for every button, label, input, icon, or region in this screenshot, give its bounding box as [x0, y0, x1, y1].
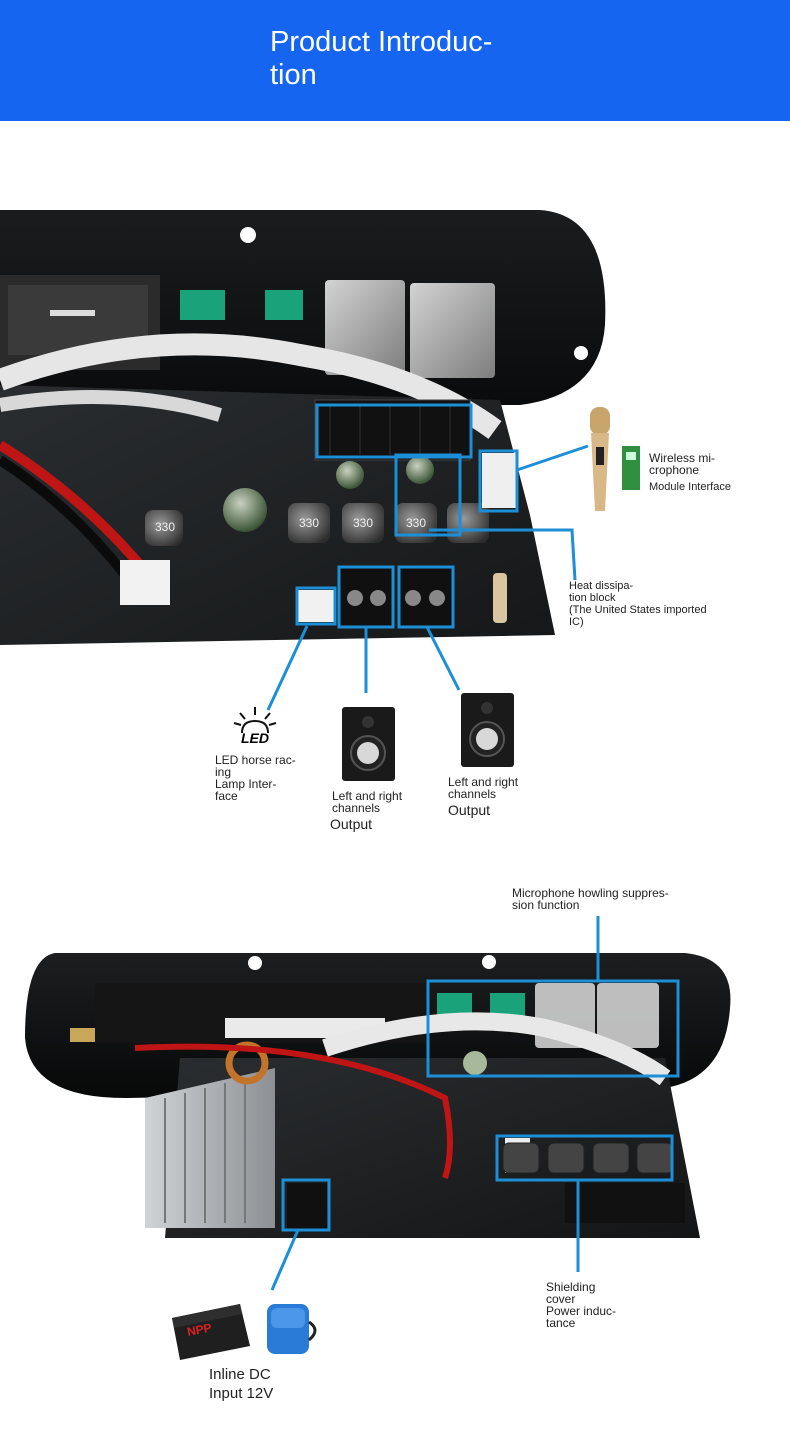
- inductor-label-4: 330: [406, 516, 426, 530]
- speaker-icon: [461, 693, 514, 767]
- wireless-mic-label: Wireless mi-crophone: [649, 451, 715, 477]
- microphone-image: [588, 407, 612, 513]
- output-left-word: Output: [330, 816, 373, 832]
- led-interface-label: LED horse rac- ing Lamp Inter- face: [215, 753, 296, 803]
- led-icon: LED: [232, 705, 278, 745]
- inductor-label-2: 330: [299, 516, 319, 530]
- battery-brand: NPP: [186, 1320, 213, 1338]
- battery-icon: NPP: [170, 1300, 252, 1362]
- title-line-2: tion: [270, 59, 317, 91]
- howling-suppression-label: Microphone howling suppres-sion function: [512, 886, 669, 912]
- speaker-icon: [342, 707, 395, 781]
- header-banner: Product Introduc- tion: [0, 0, 790, 121]
- title-line-1: Product Introduc-: [270, 26, 493, 58]
- inductor-label-3: 330: [353, 516, 373, 530]
- battery-pack-icon: [265, 1302, 321, 1356]
- heat-block-label: Heat dissipa- tion block (The United Sta…: [569, 580, 707, 628]
- module-interface-label: Module Interface: [649, 481, 731, 493]
- inductor-label-1: 330: [155, 520, 175, 534]
- led-icon-text: LED: [241, 730, 269, 745]
- amplifier-board-photo-bottom: [25, 948, 735, 1248]
- output-right-word: Output: [448, 802, 491, 818]
- amplifier-board-photo-top: 330 330 330 330: [0, 205, 790, 650]
- page-title: Product Introduc- tion: [270, 26, 530, 92]
- shielding-inductance-label: Shielding cover Power induc- tance: [546, 1280, 617, 1330]
- module-board-image: [622, 446, 640, 490]
